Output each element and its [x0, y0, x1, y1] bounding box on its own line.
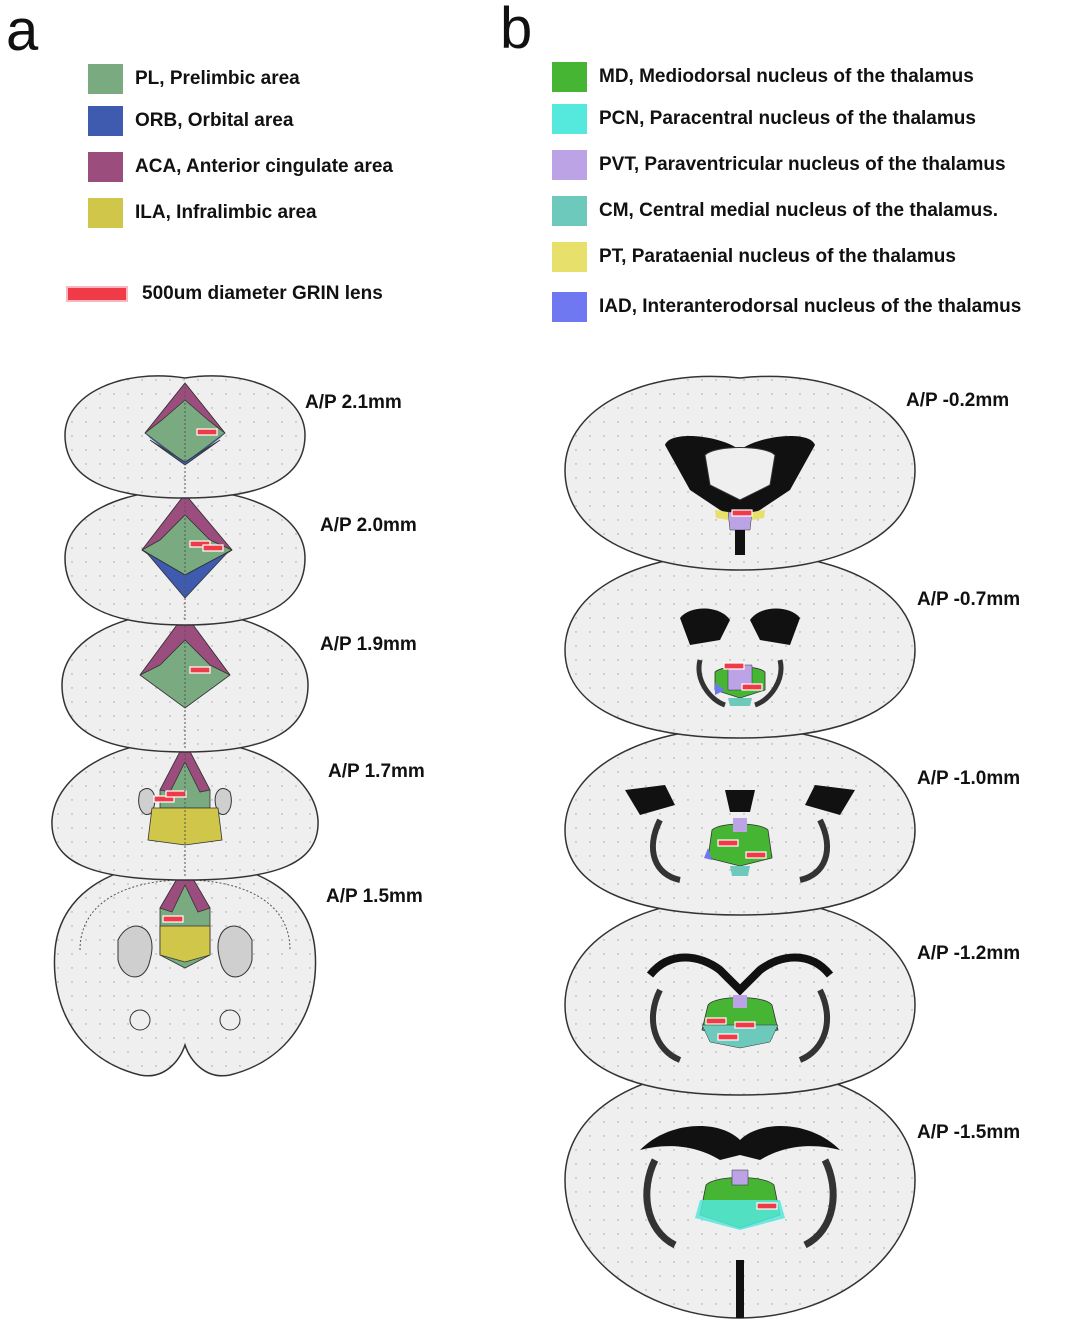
section-a-1-7mm: [52, 740, 318, 880]
section-label-a-1-9: A/P 1.9mm: [320, 634, 417, 656]
section-b-1-2mm: [565, 898, 915, 1095]
section-label-b-1-2: A/P -1.2mm: [917, 943, 1020, 965]
section-b-1-5mm: [565, 1068, 915, 1318]
section-b-0-2mm: [565, 376, 915, 570]
section-label-a-2-1: A/P 2.1mm: [305, 392, 402, 414]
section-label-a-2-0: A/P 2.0mm: [320, 515, 417, 537]
section-a-2-1mm: [65, 376, 305, 498]
section-label-b-0-2: A/P -0.2mm: [906, 390, 1009, 412]
section-label-b-1-5: A/P -1.5mm: [917, 1122, 1020, 1144]
section-label-b-0-7: A/P -0.7mm: [917, 589, 1020, 611]
section-b-0-7mm: [565, 553, 915, 738]
section-a-1-5mm: [54, 863, 315, 1076]
section-label-b-1-0: A/P -1.0mm: [917, 768, 1020, 790]
section-label-a-1-7: A/P 1.7mm: [328, 761, 425, 783]
section-a-1-9mm: [62, 612, 308, 752]
section-a-2-0mm: [65, 490, 305, 625]
section-label-a-1-5: A/P 1.5mm: [326, 886, 423, 908]
section-b-1-0mm: [565, 728, 915, 915]
